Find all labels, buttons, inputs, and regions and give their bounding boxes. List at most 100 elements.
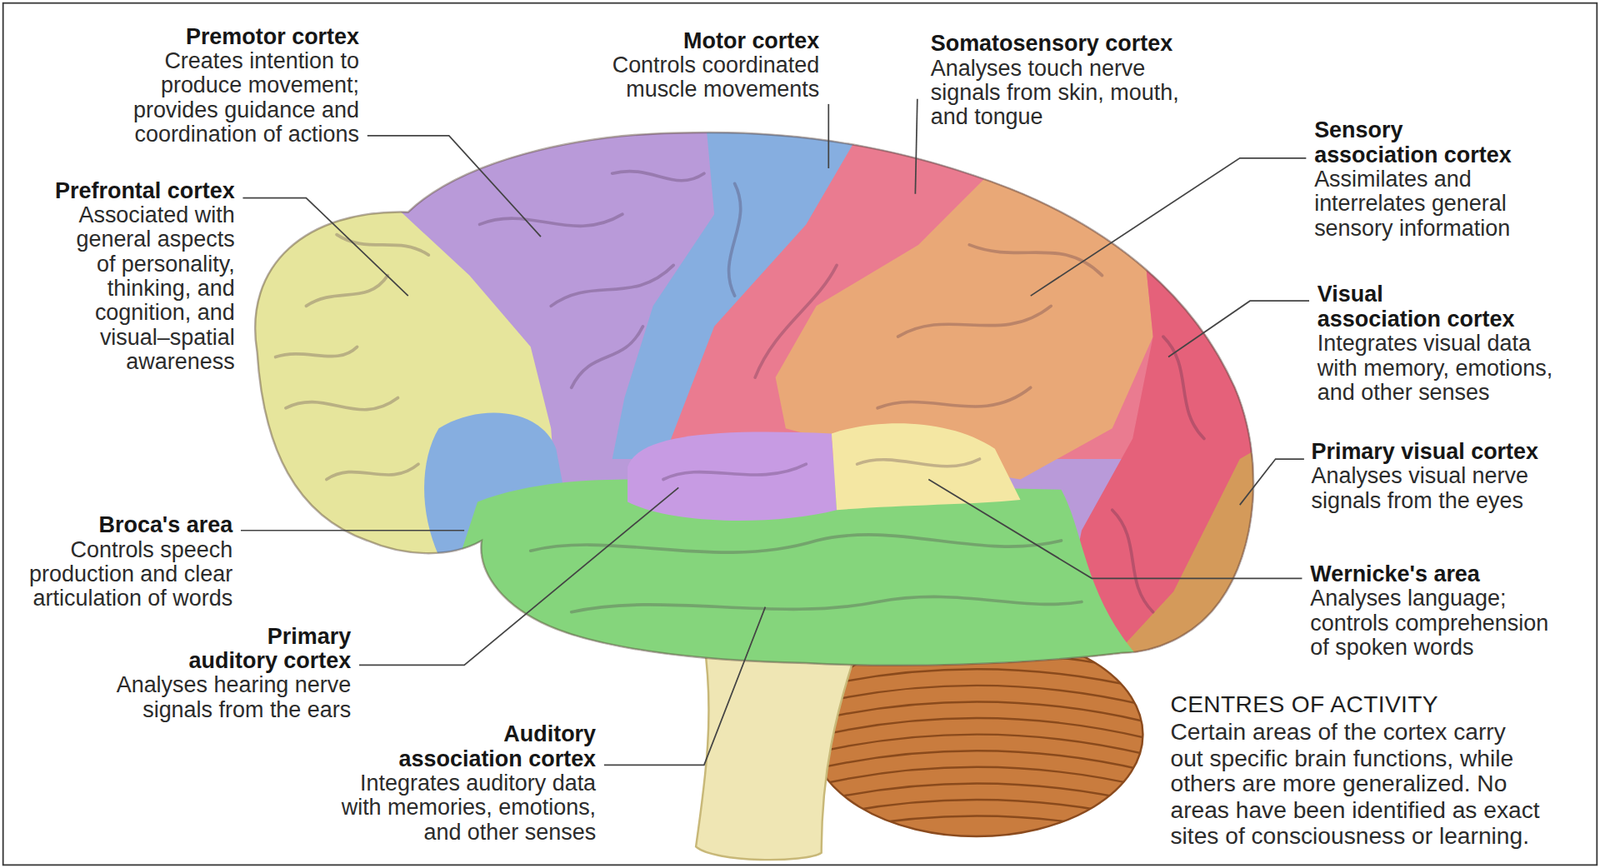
text-line: Integrates auditory data xyxy=(341,771,596,796)
text-line: association cortex xyxy=(399,746,597,771)
gyrus xyxy=(571,326,644,388)
text-line: signals from skin, mouth, xyxy=(930,80,1180,105)
text-line: visual–spatial xyxy=(75,325,235,350)
region-heading: Visual association cortex xyxy=(1317,282,1515,332)
leader-line xyxy=(1030,158,1307,296)
text-line: CENTRES OF ACTIVITY xyxy=(1170,691,1439,718)
text-line: areas have been identified as exact xyxy=(1170,797,1540,824)
leader-lines xyxy=(240,99,1310,766)
text-line: sites of consciousness or learning. xyxy=(1170,823,1540,850)
text-line: produce movement; xyxy=(133,73,360,98)
gyrus xyxy=(729,183,741,296)
text-line: Controls coordinated xyxy=(612,53,820,78)
text-line: Certain areas of the cortex carry xyxy=(1170,719,1540,745)
text-line: Premotor cortex xyxy=(185,24,360,49)
text-line: out specific brain functions, while xyxy=(1170,745,1540,771)
primary-auditory-region xyxy=(627,431,837,520)
gyrus xyxy=(480,214,623,226)
gyrus xyxy=(755,265,837,378)
text-line: Visual xyxy=(1317,282,1515,307)
text-line: Analyses touch nerve xyxy=(930,55,1180,80)
text-line: Primary visual cortex xyxy=(1310,440,1539,465)
region-heading: Somatosensory cortex xyxy=(930,31,1173,56)
region-heading: Wernicke's area xyxy=(1310,562,1480,587)
gyrus xyxy=(857,459,980,467)
text-line: thinking, and xyxy=(75,276,235,301)
gyrus xyxy=(663,464,806,480)
text-line: with memories, emotions, xyxy=(341,795,596,820)
text-line: signals from the eyes xyxy=(1310,489,1529,514)
text-line: Associated with xyxy=(75,203,235,228)
text-line: Controls speech xyxy=(29,537,233,562)
text-line: production and clear xyxy=(29,562,233,587)
text-line: and other senses xyxy=(341,820,596,845)
region-heading: Primary visual cortex xyxy=(1310,440,1539,465)
region-heading: Prefrontal cortex xyxy=(55,178,235,203)
text-line: Primary xyxy=(189,624,352,649)
region-description: Integrates visual data with memory, emot… xyxy=(1317,331,1553,405)
region-description: Controls speech production and clear art… xyxy=(29,537,233,611)
text-line: Creates intention to xyxy=(133,49,360,74)
leader-line xyxy=(928,480,1302,580)
region-description: Analyses visual nerve signals from the e… xyxy=(1310,464,1529,514)
region-heading: Primary auditory cortex xyxy=(189,624,352,674)
text-line: controls comprehension xyxy=(1310,610,1549,635)
brainstem xyxy=(695,642,860,860)
text-line: others are more generalized. No xyxy=(1170,771,1540,798)
gyrus xyxy=(1163,336,1205,439)
text-line: general aspects xyxy=(75,227,235,252)
sidebar-caption: Certain areas of the cortex carry out sp… xyxy=(1170,719,1540,850)
text-line: Somatosensory cortex xyxy=(930,31,1173,56)
leader-line xyxy=(367,135,541,237)
leader-line xyxy=(1240,459,1305,505)
gyrus xyxy=(969,245,1102,276)
region-description: Analyses language; controls comprehensio… xyxy=(1310,586,1549,660)
text-line: with memory, emotions, xyxy=(1317,355,1553,380)
text-line: interrelates general xyxy=(1314,191,1510,216)
region-description: Creates intention to produce movement; p… xyxy=(133,49,360,148)
text-line: Wernicke's area xyxy=(1310,562,1480,587)
region-description: Analyses hearing nerve signals from the … xyxy=(116,673,352,723)
text-line: provides guidance and xyxy=(133,98,360,123)
leader-line xyxy=(827,104,830,169)
text-line: and tongue xyxy=(930,105,1180,130)
region-heading: Premotor cortex xyxy=(185,24,360,49)
gyrus xyxy=(275,346,358,357)
gyrus xyxy=(285,398,399,410)
primary-visual-region xyxy=(1112,408,1327,715)
cerebrum xyxy=(204,101,1327,735)
text-line: muscle movements xyxy=(612,77,820,102)
text-line: Analyses language; xyxy=(1310,586,1549,611)
region-description: Analyses touch nerve signals from skin, … xyxy=(930,55,1180,130)
text-line: Integrates visual data xyxy=(1317,331,1553,356)
folium xyxy=(805,816,1148,837)
region-heading: Auditory association cortex xyxy=(399,722,597,772)
text-line: awareness xyxy=(75,350,235,375)
gyrus xyxy=(326,464,419,480)
gyrus xyxy=(898,305,1052,337)
text-line: Motor cortex xyxy=(683,28,820,53)
gyri xyxy=(275,171,1205,613)
region-description: Assimilates and interrelates general sen… xyxy=(1314,167,1510,241)
region-heading: Broca's area xyxy=(99,513,234,538)
text-line: coordination of actions xyxy=(133,122,360,147)
gyrus xyxy=(305,275,388,307)
region-description: Controls coordinated muscle movements xyxy=(612,53,820,103)
region-heading: Motor cortex xyxy=(683,28,820,53)
frame xyxy=(3,3,1598,866)
text-line: auditory cortex xyxy=(189,649,352,674)
sensory-association-region xyxy=(775,153,1154,480)
text-line: signals from the ears xyxy=(116,698,352,723)
wernicke-region xyxy=(831,423,1021,510)
cerebellum-folia xyxy=(805,653,1148,837)
gyrus xyxy=(550,265,674,306)
text-line: cognition, and xyxy=(75,300,235,325)
premotor-region xyxy=(398,101,1327,715)
leader-line xyxy=(1168,300,1310,357)
gyrus xyxy=(877,387,1031,408)
text-line: of personality, xyxy=(75,251,235,276)
text-line: and other senses xyxy=(1317,380,1553,405)
leader-line xyxy=(915,99,917,195)
sidebar-heading: CENTRES OF ACTIVITY xyxy=(1170,691,1439,718)
